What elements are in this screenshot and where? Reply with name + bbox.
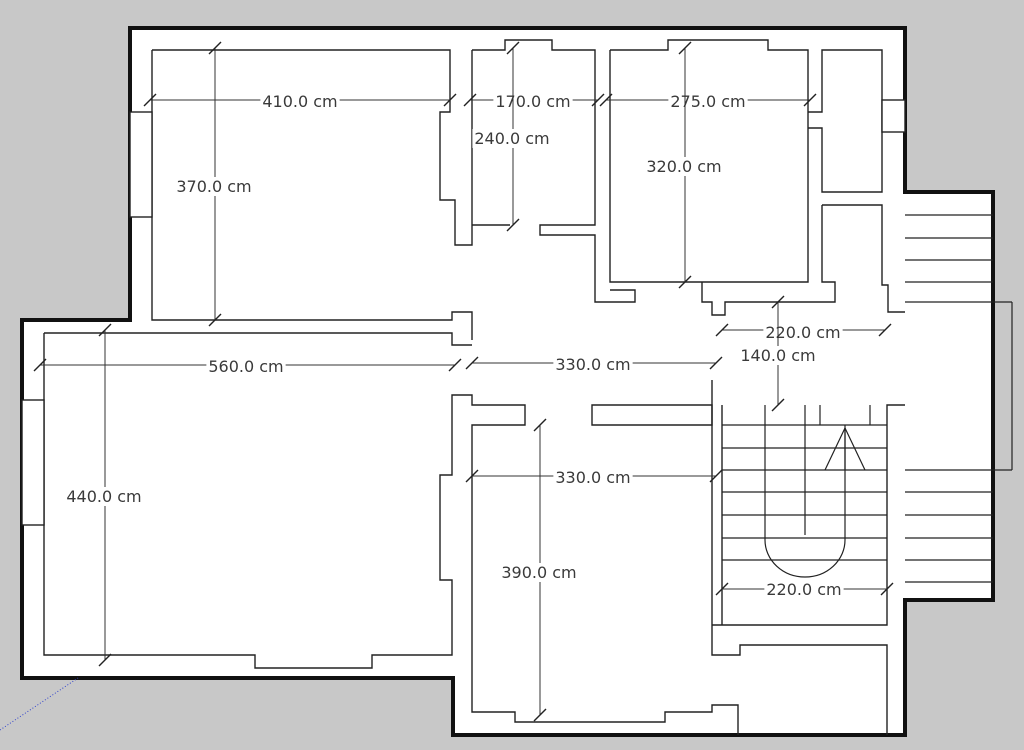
dimension-label: 220.0 cm — [765, 323, 840, 342]
dimension-label-bg — [764, 580, 844, 599]
dimension-tick — [678, 275, 692, 289]
dimension-label: 220.0 cm — [766, 580, 841, 599]
dimension-tick — [98, 323, 112, 337]
dimension-label-bg — [668, 92, 748, 111]
dimension-tick — [465, 356, 479, 370]
dimension-label: 440.0 cm — [66, 487, 141, 506]
dimension-label-bg — [499, 563, 579, 582]
dimension-tick — [715, 582, 729, 596]
dimension-label-bg — [206, 357, 286, 376]
dimension-label-bg — [763, 323, 843, 342]
dimension-label: 410.0 cm — [262, 92, 337, 111]
dimension-tick — [208, 41, 222, 55]
dimension-tick — [709, 356, 723, 370]
dimension-label-bg — [553, 355, 633, 374]
dimension-tick — [533, 418, 547, 432]
building-outline — [20, 26, 995, 737]
dimension-label-bg — [260, 92, 340, 111]
dimension-label: 330.0 cm — [555, 468, 630, 487]
dimension-label: 370.0 cm — [176, 177, 251, 196]
dimension-label: 275.0 cm — [670, 92, 745, 111]
dimension-tick — [709, 469, 723, 483]
dimension-tick — [771, 295, 785, 309]
dimension-label: 560.0 cm — [208, 357, 283, 376]
dimension-label: 170.0 cm — [495, 92, 570, 111]
dimension-tick — [771, 398, 785, 412]
interior-staircase — [722, 405, 887, 578]
dimension-tick — [506, 41, 520, 55]
axis-guide — [0, 677, 79, 731]
dimension-tick — [533, 708, 547, 722]
dimension-label: 140.0 cm — [740, 346, 815, 365]
dimension-tick — [208, 313, 222, 327]
dimension-label-bg — [174, 177, 254, 196]
dimension-tick — [463, 93, 477, 107]
dimension-tick — [443, 93, 457, 107]
dimension-label-bg — [64, 487, 144, 506]
dimension-tick — [715, 323, 729, 337]
dimension-label: 330.0 cm — [555, 355, 630, 374]
dimension-label-bg — [472, 129, 552, 148]
dimension-tick — [678, 41, 692, 55]
dimension-label: 320.0 cm — [646, 157, 721, 176]
dimension-tick — [880, 582, 894, 596]
dimension-label-bg — [644, 157, 724, 176]
dimension-tick — [878, 323, 892, 337]
dimension-tick — [591, 93, 605, 107]
dimension-lines: 410.0 cm 170.0 cm 275.0 cm 240.0 cm 370.0 cm… — [33, 41, 894, 722]
dimension-label: 390.0 cm — [501, 563, 576, 582]
dimension-tick — [143, 93, 157, 107]
dimension-tick — [465, 469, 479, 483]
dimension-tick — [803, 93, 817, 107]
dimension-tick — [33, 358, 47, 372]
dimension-label-bg — [738, 346, 818, 365]
dimension-tick — [506, 218, 520, 232]
dimension-tick — [599, 93, 613, 107]
exterior-steps — [905, 214, 1013, 583]
interior-walls — [21, 39, 906, 735]
dimension-label-bg — [553, 468, 633, 487]
dimension-label: 240.0 cm — [474, 129, 549, 148]
dimension-tick — [98, 653, 112, 667]
dimension-tick — [448, 358, 462, 372]
